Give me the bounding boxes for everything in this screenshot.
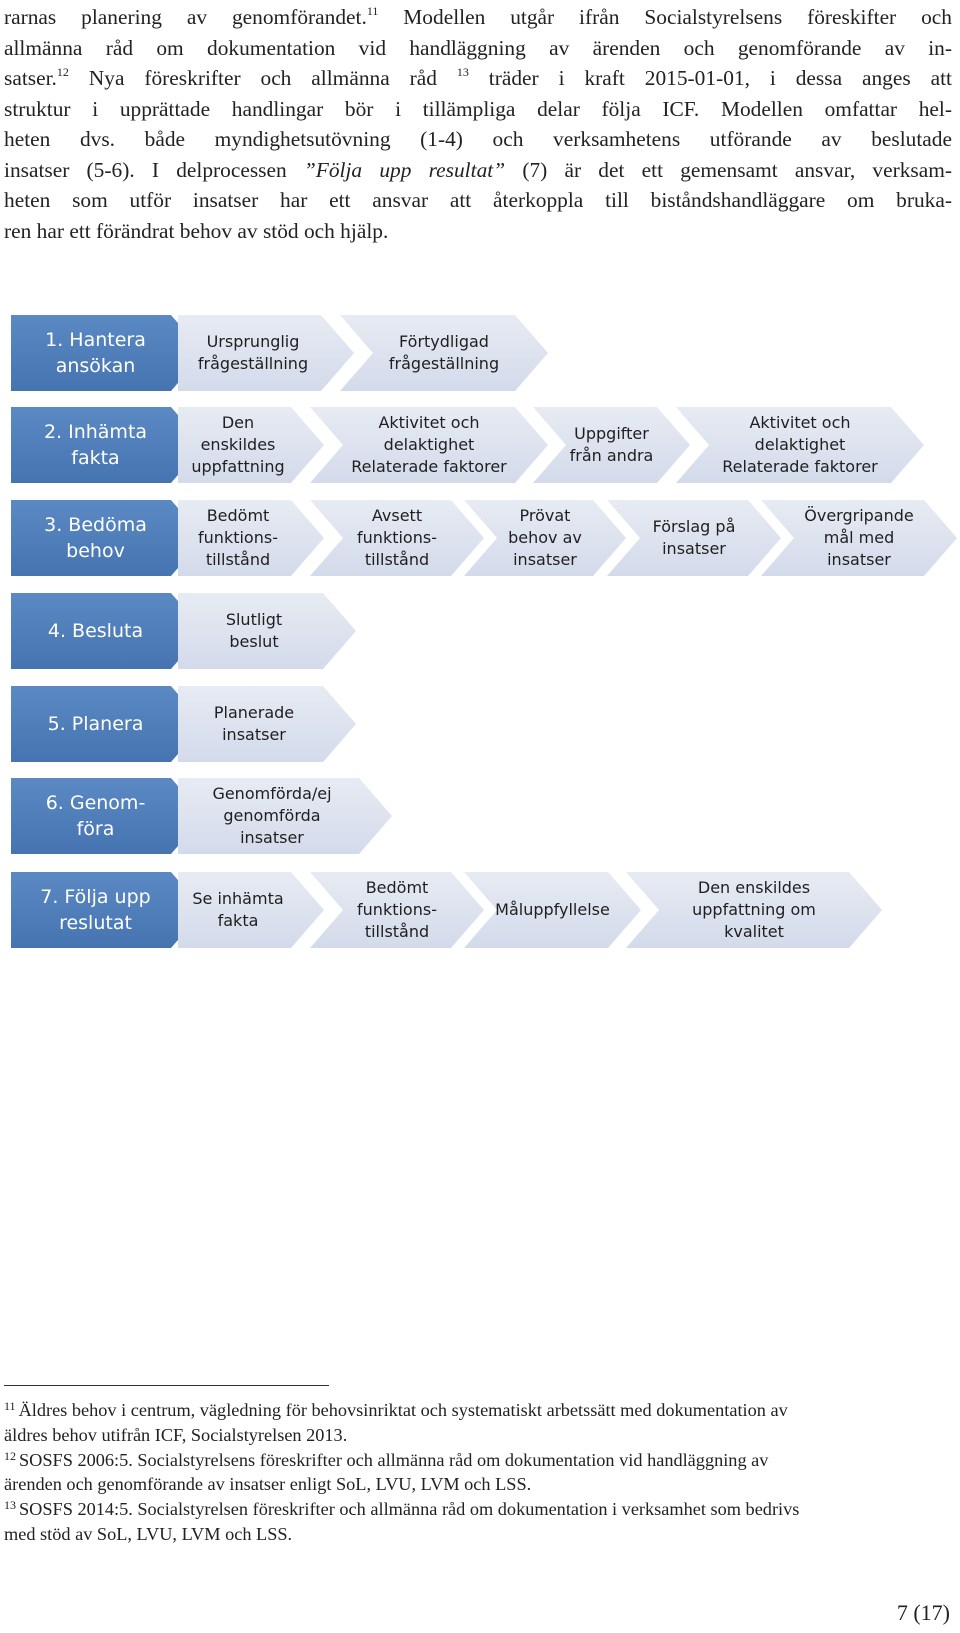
process-step-4: 4. Besluta	[11, 593, 204, 669]
process-step-6: 6. Genom-föra	[11, 778, 204, 854]
footnote-13-cont: med stöd av SoL, LVU, LVM och LSS.	[4, 1523, 293, 1544]
footnote-11-cont: äldres behov utifrån ICF, Socialstyrelse…	[4, 1424, 348, 1445]
process-step-5: 5. Planera	[11, 686, 204, 762]
process-box: Måluppfyllelse	[464, 872, 641, 948]
intro-line: insatser (5-6). I delprocessen ”Följa up…	[4, 157, 952, 182]
intro-line: struktur i upprättade handlingar bör i t…	[4, 96, 952, 121]
intro-line: rarnas planering av genomförandet.11 Mod…	[4, 4, 952, 29]
footnote-divider	[4, 1385, 329, 1386]
intro-line: ren har ett förändrat behov av stöd och …	[4, 218, 389, 243]
footnote-ref[interactable]: 12	[56, 65, 69, 79]
intro-line: heten dvs. både myndighetsutövning (1-4)…	[4, 127, 952, 151]
footnote-ref[interactable]: 13	[456, 65, 469, 79]
footnote-ref[interactable]: 11	[366, 4, 379, 18]
intro-paragraph: rarnas planering av genomförandet.11 Mod…	[4, 2, 952, 246]
intro-line: heten som utför insatser har ett ansvar …	[4, 188, 952, 212]
intro-line: allmänna råd om dokumentation vid handlä…	[4, 35, 952, 60]
footnote-12-cont: ärenden och genomförande av insatser enl…	[4, 1474, 532, 1495]
intro-line: satser.12 Nya föreskrifter och allmänna …	[4, 65, 952, 90]
page-number: 7 (17)	[896, 1600, 950, 1625]
